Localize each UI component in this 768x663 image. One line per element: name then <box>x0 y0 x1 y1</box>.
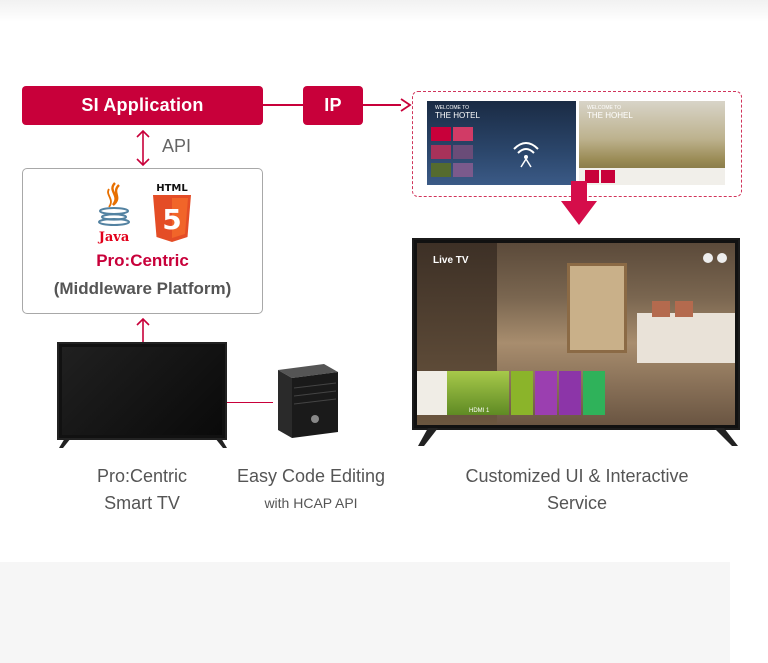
code-editing-caption-line1: Easy Code Editing <box>236 466 386 486</box>
tv-server-connector <box>227 402 273 403</box>
api-label: API <box>162 136 192 156</box>
procentric-name: Pro:Centric <box>96 251 189 270</box>
procentric-tv-screen <box>62 347 222 435</box>
thumb1-tile <box>431 163 451 177</box>
launcher-app-tile <box>583 371 605 415</box>
middleware-box: Java HTML 5 Pro:Centric (Middleware Plat… <box>22 168 263 314</box>
customized-ui-tv-stand-icon <box>418 428 738 446</box>
bottom-band <box>0 562 730 663</box>
smart-tv-caption: Pro:Centric Smart TV <box>72 463 212 517</box>
si-application-box: SI Application <box>22 86 263 125</box>
launcher-photo-tile <box>559 371 581 415</box>
code-editing-caption-line2: with HCAP API <box>264 495 358 511</box>
thumb2-title: THE HOHEL <box>587 111 633 120</box>
hotel-landscape-thumbnail: WELCOME TO THE HOHEL <box>579 101 725 185</box>
ui-service-caption-line1: Customized UI & Interactive <box>465 466 689 486</box>
server-icon <box>278 364 338 438</box>
launcher-antenna-tile <box>511 371 533 415</box>
ip-arrow-line <box>363 104 401 106</box>
room-bed <box>637 313 735 363</box>
tv-to-middleware-arrow-icon <box>136 317 150 343</box>
smart-tv-caption-line1: Pro:Centric <box>96 466 188 486</box>
wifi-icon <box>513 142 539 168</box>
thumb1-small-text: WELCOME TO <box>435 105 469 111</box>
si-ip-connector <box>263 104 303 106</box>
java-text: Java <box>98 230 130 245</box>
procentric-tv-stand-icon <box>59 438 227 448</box>
thumb1-tile <box>431 145 451 159</box>
html-text: HTML <box>156 183 188 194</box>
search-icon <box>703 253 713 263</box>
room-shelf <box>567 263 627 353</box>
ui-service-caption-line2: Service <box>546 493 608 513</box>
code-editing-caption: Easy Code Editing with HCAP API <box>220 463 402 517</box>
middleware-subtitle: (Middleware Platform) <box>53 279 232 298</box>
ip-box: IP <box>303 86 363 125</box>
down-arrow-icon <box>561 181 597 225</box>
hdmi-label: HDMI 1 <box>469 408 490 414</box>
smart-tv-caption-line2: Smart TV <box>104 493 180 513</box>
thumb2-active-tile <box>601 170 615 183</box>
ip-label: IP <box>324 95 342 115</box>
procentric-tv <box>57 342 227 440</box>
thumb1-tile <box>453 145 473 159</box>
thumb2-menu-bar <box>579 168 725 185</box>
java-logo-icon: Java <box>98 182 130 245</box>
thumb1-tile <box>431 127 451 141</box>
launcher-hdmi-tile <box>447 371 509 415</box>
ip-arrow-head-icon <box>400 98 412 112</box>
hotel-menu-thumbnail: WELCOME TO THE HOTEL <box>427 101 576 185</box>
ui-service-caption: Customized UI & Interactive Service <box>440 463 714 517</box>
top-gradient <box>0 0 768 22</box>
thumb1-tile <box>453 127 473 141</box>
api-double-arrow-icon <box>136 129 150 167</box>
room-pillow <box>675 301 693 317</box>
customized-ui-screen: Live TV HDMI 1 <box>417 243 735 425</box>
live-tv-label: Live TV <box>433 255 469 266</box>
thumb2-small-text: WELCOME TO <box>587 105 621 111</box>
settings-icon <box>717 253 727 263</box>
room-pillow <box>652 301 670 317</box>
customized-ui-tv: Live TV HDMI 1 <box>412 238 740 430</box>
launcher-recent <box>417 371 447 415</box>
thumb1-tile <box>453 163 473 177</box>
thumb2-active-tile <box>585 170 599 183</box>
thumb1-title: THE HOTEL <box>435 111 480 120</box>
si-application-label: SI Application <box>81 95 204 115</box>
launcher-music-tile <box>535 371 557 415</box>
html5-digit: 5 <box>162 203 181 236</box>
html5-logo-icon: HTML 5 <box>153 183 191 242</box>
